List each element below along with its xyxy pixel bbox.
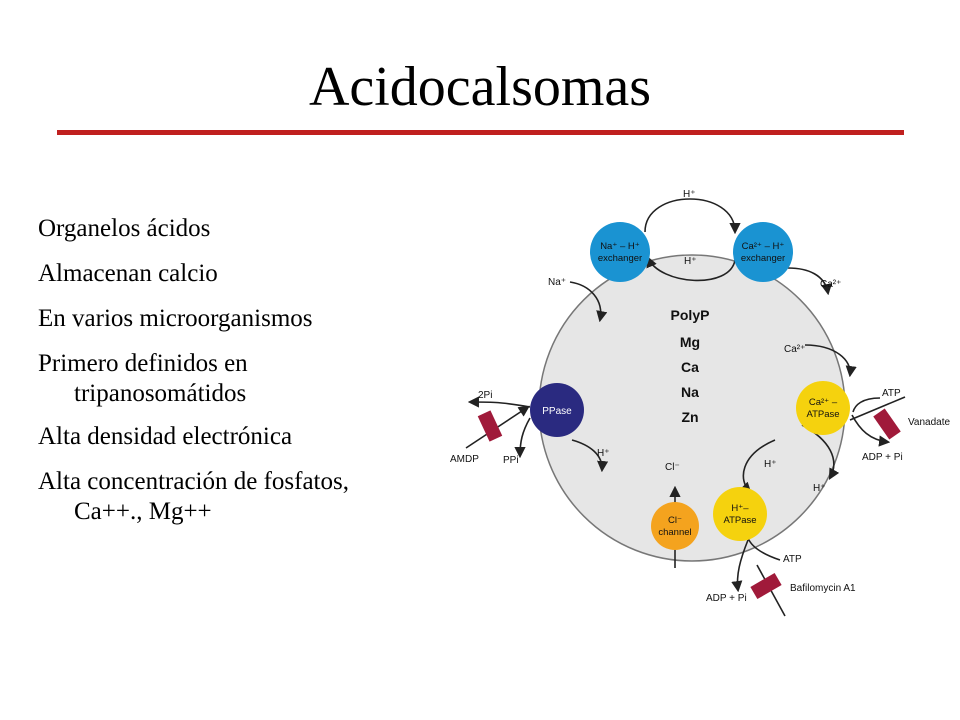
svg-text:PPase: PPase (542, 406, 572, 417)
h-ppase-label: H⁺ (597, 448, 610, 459)
bullet-item: Organelos ácidos (38, 215, 211, 242)
content-label: Na (681, 384, 699, 400)
svg-text:Ca²⁺ –: Ca²⁺ – (809, 397, 838, 408)
adp-pi-bottom-label: ADP + Pi (706, 593, 747, 604)
h-top-in-label: H⁺ (684, 256, 697, 267)
svg-text:Na⁺ – H⁺: Na⁺ – H⁺ (600, 241, 640, 252)
h-top-out-label: H⁺ (683, 189, 696, 200)
ca-atpase: Ca²⁺ – ATPase (796, 381, 850, 435)
adp-pi-right-label: ADP + Pi (862, 452, 903, 463)
bullet-item: Alta concentración de fosfatos, Ca++., M… (38, 468, 349, 525)
organelle-contents: PolyP Mg Ca Na Zn (671, 307, 710, 425)
svg-text:exchanger: exchanger (741, 253, 785, 264)
content-label: Mg (680, 334, 700, 350)
svg-text:Ca²⁺ – H⁺: Ca²⁺ – H⁺ (742, 241, 785, 252)
arrow-ppi (514, 417, 531, 459)
ca-in-label: Ca²⁺ (784, 344, 805, 355)
content-label: Zn (681, 409, 698, 425)
ppase: PPase (530, 383, 584, 437)
arrow-ca-out (787, 267, 833, 296)
h-atpase-out-label: H⁺ (813, 483, 826, 494)
vanadate-label: Vanadate (908, 417, 951, 428)
h-atpase: H⁺– ATPase (713, 487, 767, 541)
bullet-list: Organelos ácidos Almacenan calcio En var… (38, 214, 408, 542)
pi2-label: 2Pi (478, 390, 492, 401)
ca-h-exchanger: Ca²⁺ – H⁺ exchanger (733, 222, 793, 282)
arrow-ppase-h (571, 439, 609, 473)
svg-text:Cl⁻: Cl⁻ (668, 515, 682, 526)
page-title: Acidocalsomas (308, 56, 652, 118)
bullet-item: Primero definidos en tripanosomátidos (38, 350, 248, 407)
ca-out-label: Ca²⁺ (820, 279, 841, 290)
title-underline (57, 130, 904, 135)
diagram-labels: H⁺ H⁺ Na⁺ Ca²⁺ Ca²⁺ 2Pi AMDP PPi H⁺ ATP … (450, 189, 951, 604)
bullet-item: En varios microorganismos (38, 305, 313, 332)
arrow-adp-bottom (731, 539, 749, 593)
h-atpase-in-label: H⁺ (764, 459, 777, 470)
na-h-exchanger: Na⁺ – H⁺ exchanger (590, 222, 650, 282)
acidocalcisome-diagram: PolyP Mg Ca Na Zn Na⁺ – H⁺ exchanger Ca²… (450, 189, 951, 617)
bullet-item: Almacenan calcio (38, 260, 218, 287)
bafilomycin-inhibitor (750, 572, 782, 600)
svg-text:channel: channel (658, 527, 691, 538)
atp-right-label: ATP (882, 388, 901, 399)
atp-right-line (852, 397, 881, 413)
svg-text:H⁺–: H⁺– (731, 503, 749, 514)
svg-text:ATPase: ATPase (806, 409, 839, 420)
content-label: PolyP (671, 307, 710, 323)
svg-text:ATPase: ATPase (723, 515, 756, 526)
bullet-item: Alta densidad electrónica (38, 423, 293, 450)
content-label: Ca (681, 359, 699, 375)
ppase-inhibitor (477, 410, 503, 442)
arrow-adp-right (851, 414, 891, 447)
bafilomycin-label: Bafilomycin A1 (790, 583, 856, 594)
arrow-na-in (569, 281, 608, 323)
vanadate-inhibitor (873, 408, 901, 440)
amdp-label: AMDP (450, 454, 479, 465)
cl-in-label: Cl⁻ (665, 462, 680, 473)
vanadate-line (849, 396, 906, 421)
na-out-label: Na⁺ (548, 277, 566, 288)
atp-bottom-line (747, 537, 781, 561)
arrow-ca-pump (804, 344, 857, 378)
cl-channel: Cl⁻ channel (651, 502, 699, 550)
arrow-exchanger-h-in (646, 255, 736, 282)
arrow-2pi (467, 396, 531, 408)
svg-text:exchanger: exchanger (598, 253, 642, 264)
arrow-exchanger-h-out (644, 198, 741, 235)
atp-bottom-label: ATP (783, 554, 802, 565)
ppi-label: PPi (503, 455, 519, 466)
